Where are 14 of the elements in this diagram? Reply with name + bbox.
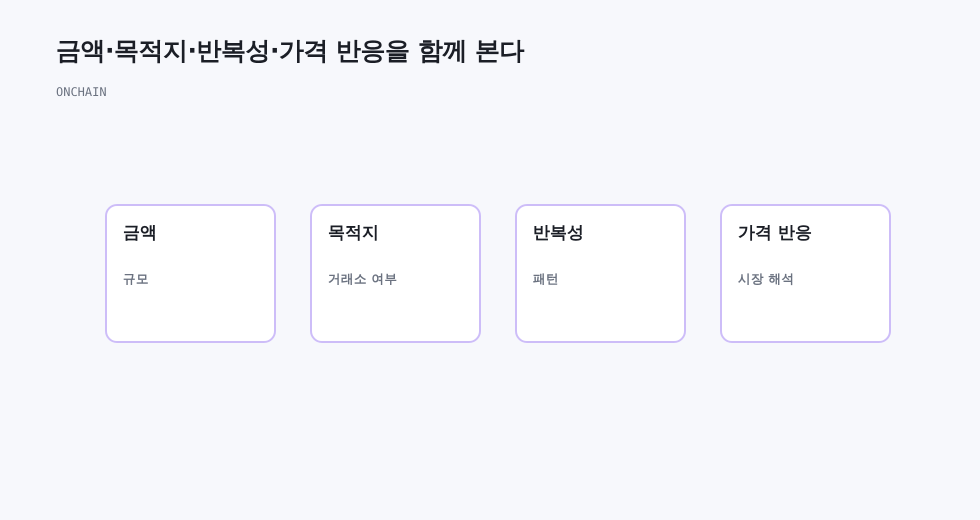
source-tag: ONCHAIN [56, 84, 107, 100]
card-subtext: 규모 [123, 270, 149, 288]
card-subtext: 패턴 [533, 270, 559, 288]
category-card [515, 204, 686, 343]
card-heading: 반복성 [533, 222, 584, 245]
card-heading: 가격 반응 [738, 222, 812, 245]
card-subtext: 시장 해석 [738, 270, 794, 288]
card-subtext: 거래소 여부 [328, 270, 398, 288]
category-card [720, 204, 891, 343]
card-heading: 목적지 [328, 222, 379, 245]
category-card [310, 204, 481, 343]
card-heading: 금액 [123, 222, 157, 245]
page-title: 금액·목적지·반복성·가격 반응을 함께 본다 [56, 35, 524, 67]
category-card [105, 204, 276, 343]
